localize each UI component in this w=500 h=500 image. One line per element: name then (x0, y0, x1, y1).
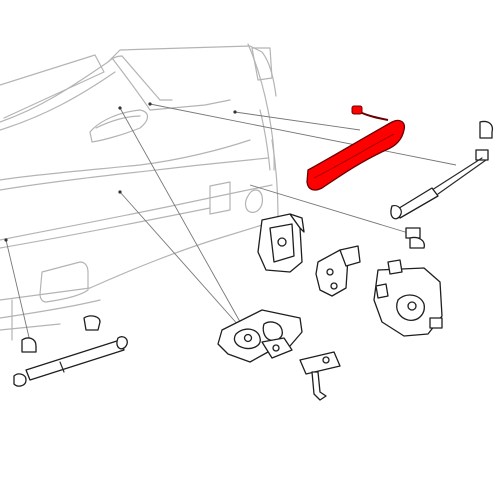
vehicle-body-outline (0, 43, 279, 341)
hinge-bracket[interactable] (315, 245, 361, 297)
striker-plate[interactable] (299, 351, 341, 401)
handle-shade (313, 133, 395, 179)
gas-strut-left[interactable] (13, 315, 128, 387)
latch-center[interactable] (217, 309, 303, 363)
handle-connector (351, 105, 363, 115)
gas-strut-right[interactable] (390, 120, 494, 249)
lock-actuator-right[interactable] (373, 259, 443, 337)
tailgate-handle-highlight[interactable] (306, 105, 406, 191)
leader-lines (5, 103, 457, 351)
latch-bracket[interactable] (257, 213, 305, 273)
leader-dots (4, 102, 237, 242)
handle-wire (359, 111, 389, 121)
